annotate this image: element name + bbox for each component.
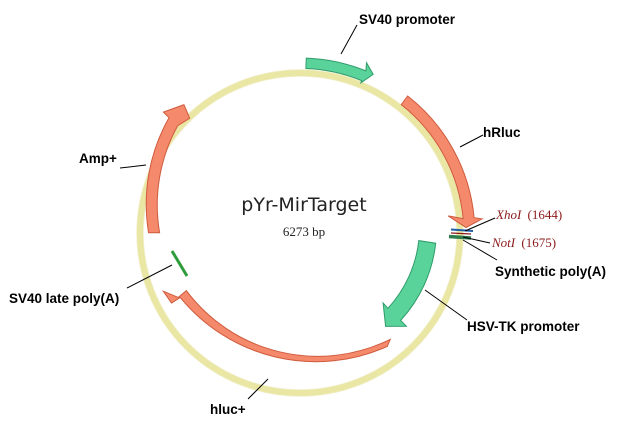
amp-arrow: [145, 103, 191, 234]
noti-site-marker: [450, 232, 472, 235]
xhoi-site-marker: [450, 228, 474, 232]
label-noti-site: NotI (1675): [491, 235, 556, 250]
xhoi-name: XhoI: [495, 207, 522, 222]
noti-name: NotI: [491, 235, 516, 250]
label-amp: Amp+: [79, 151, 117, 166]
hrluc-arrow: [400, 95, 484, 229]
sv40-promoter-arrow: [305, 57, 374, 85]
label-sv40-late-polya: SV40 late poly(A): [9, 291, 119, 306]
leader-hrluc: [459, 134, 484, 148]
label-synthetic-polya: Synthetic poly(A): [495, 264, 606, 279]
sv40-late-polya-marker: [170, 250, 189, 277]
leader-hsv-tk-promoter: [424, 289, 468, 321]
label-hrluc: hRluc: [483, 125, 521, 140]
label-hsv-tk-promoter: HSV-TK promoter: [467, 319, 580, 334]
leader-noti: [462, 236, 491, 244]
leader-xhoi: [464, 217, 496, 232]
noti-position: (1675): [521, 235, 556, 250]
plasmid-name: pYr-MirTarget: [241, 194, 366, 216]
leader-hluc: [247, 378, 269, 400]
xhoi-position: (1644): [528, 207, 563, 222]
plasmid-size: 6273 bp: [283, 224, 325, 239]
leader-synthetic-polya: [462, 239, 498, 261]
hluc-arrow: [161, 289, 392, 363]
hsv-tk-promoter-arrow: [382, 240, 437, 327]
leader-amp: [119, 164, 147, 169]
leader-sv40-late-polya: [126, 264, 173, 289]
label-sv40-promoter: SV40 promoter: [359, 12, 456, 27]
leader-sv40-promoter: [340, 24, 358, 55]
label-hluc: hluc+: [210, 402, 246, 417]
label-xhoi-site: XhoI (1644): [495, 207, 562, 222]
